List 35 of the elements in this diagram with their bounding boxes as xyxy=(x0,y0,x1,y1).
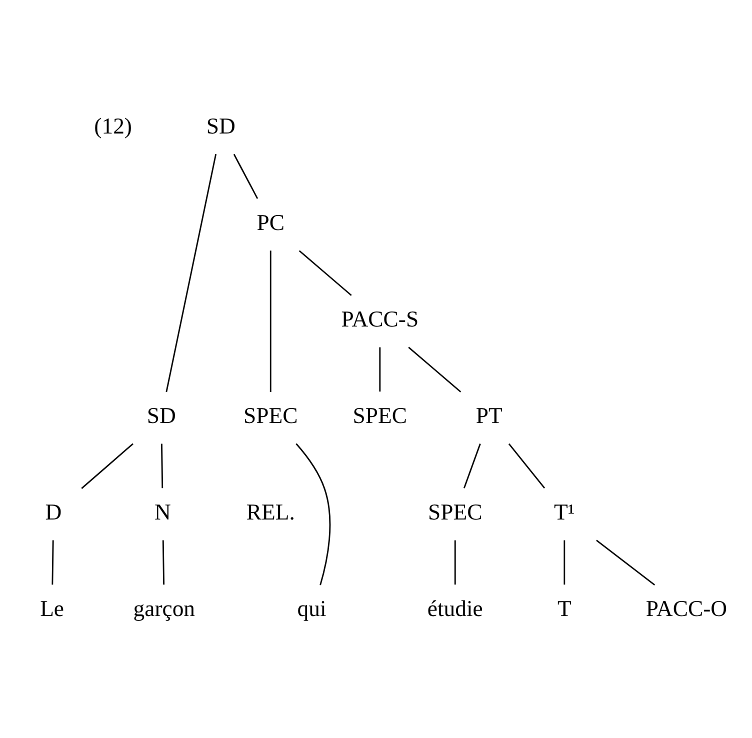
connector xyxy=(564,540,566,584)
connector xyxy=(81,442,134,488)
connector xyxy=(408,346,462,392)
node-text: PACC-O xyxy=(646,596,728,621)
connector xyxy=(233,153,258,198)
connector xyxy=(52,540,54,584)
node-text: Le xyxy=(40,596,64,621)
node-text: qui xyxy=(297,596,326,621)
connector xyxy=(508,442,546,488)
node-text: SPEC xyxy=(352,402,408,428)
node-text: étudie xyxy=(427,596,483,621)
connector xyxy=(166,153,217,392)
node-text: PACC-S xyxy=(341,306,419,332)
connector xyxy=(379,346,381,392)
node-text: garçon xyxy=(133,596,196,621)
connector xyxy=(596,539,656,585)
connector xyxy=(162,540,165,584)
node-text: T xyxy=(557,596,572,621)
label: (12) xyxy=(94,113,132,138)
node-text: PT xyxy=(476,402,502,428)
node-text: SPEC xyxy=(428,499,482,524)
node-text: SD xyxy=(206,113,236,138)
node-text: SD xyxy=(146,402,176,428)
connector xyxy=(270,250,272,392)
connector xyxy=(463,443,481,488)
node-text: PC xyxy=(256,210,284,235)
node-text: D xyxy=(45,499,62,524)
node-text: N xyxy=(154,499,171,524)
node-text: T¹ xyxy=(554,499,575,524)
label: REL. xyxy=(246,499,295,524)
connector xyxy=(298,250,352,296)
node-text: SPEC xyxy=(244,402,298,428)
connector xyxy=(161,443,164,488)
connector xyxy=(296,442,331,585)
connector xyxy=(454,540,456,584)
